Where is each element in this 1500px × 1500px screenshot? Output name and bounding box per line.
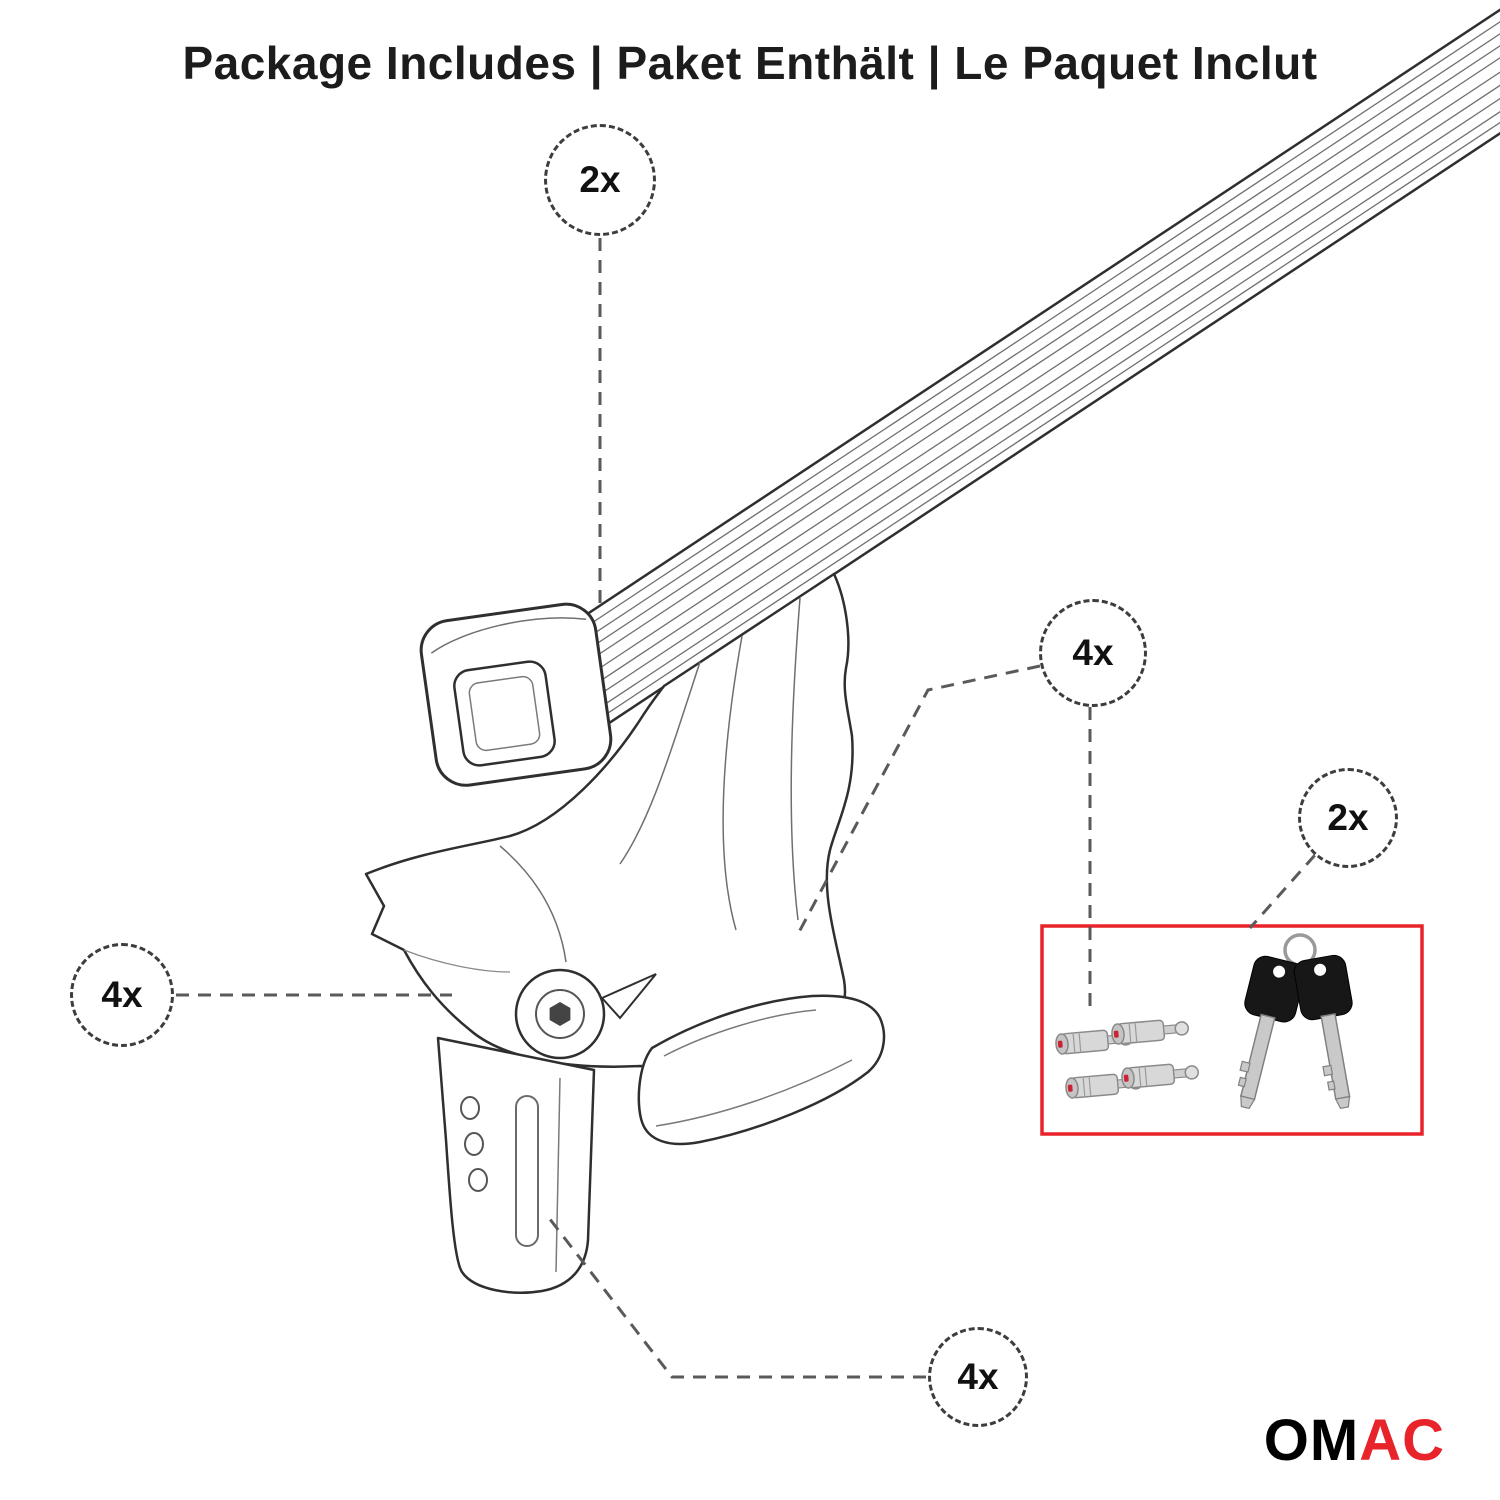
brand-logo-part1: OM xyxy=(1263,1408,1360,1473)
hardware-box xyxy=(1040,924,1424,1136)
crossbar-drawing xyxy=(546,0,1500,728)
callout-keys-qty: 2x xyxy=(1298,768,1398,868)
callout-foot-label: 4x xyxy=(101,974,143,1015)
brand-logo: OMAC xyxy=(1264,1412,1445,1470)
callout-clamp-label: 4x xyxy=(957,1356,999,1397)
lock-knob-drawing xyxy=(514,968,657,1060)
clamp-plate-drawing xyxy=(436,1036,596,1294)
keys-image xyxy=(1219,933,1371,1115)
leader-line-keys xyxy=(1248,854,1317,929)
callout-keys-label: 2x xyxy=(1327,797,1369,838)
foot-base-pad-drawing xyxy=(637,994,886,1146)
leader-line-locks-to-foot xyxy=(796,664,1041,935)
callout-crossbar-label: 2x xyxy=(579,159,621,200)
brand-logo-part2: AC xyxy=(1359,1408,1445,1473)
end-cap-drawing xyxy=(419,602,613,787)
callout-locks-label: 4x xyxy=(1072,632,1114,673)
callout-foot-qty: 4x xyxy=(70,943,174,1047)
leader-line-clamp xyxy=(547,1217,926,1379)
callout-clamp-qty: 4x xyxy=(928,1327,1028,1427)
callout-crossbar-qty: 2x xyxy=(544,124,656,236)
callout-locks-qty: 4x xyxy=(1039,599,1147,707)
page-title: Package Includes | Paket Enthält | Le Pa… xyxy=(182,37,1318,89)
